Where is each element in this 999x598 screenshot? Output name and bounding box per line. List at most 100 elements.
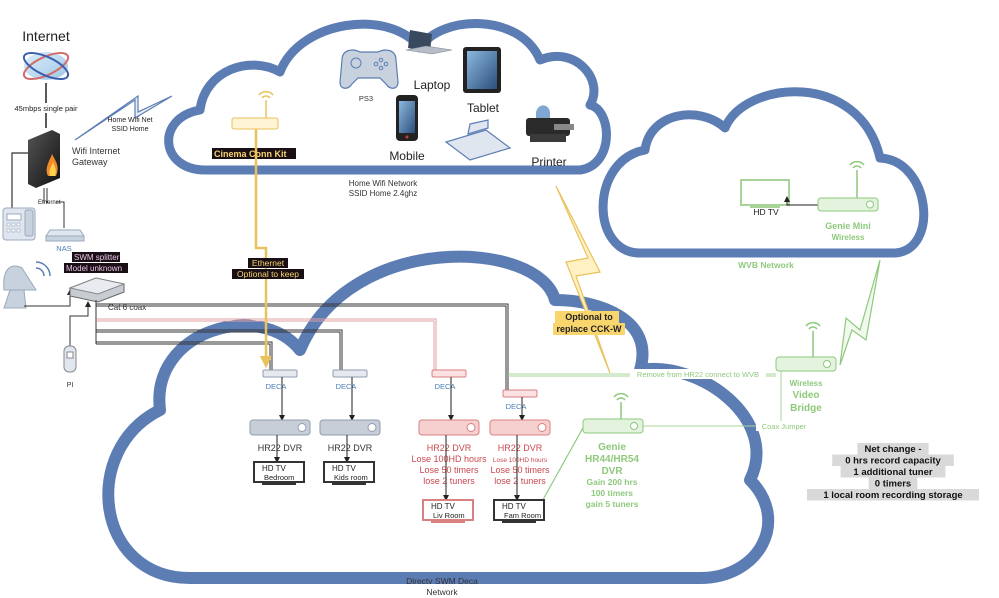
remove-hr22-label: Remove from HR22 connect to WVB (637, 370, 759, 379)
dvr-title: HR22 DVR (427, 443, 472, 453)
dvr-note: lose 2 tuners (423, 476, 475, 486)
tv-label-line2: Liv Room (433, 511, 465, 520)
genie-line1: Genie (598, 442, 626, 453)
wvb-network-label: WVB Network (738, 260, 794, 270)
dvr-icon (249, 419, 311, 436)
mobile-label: Mobile (389, 149, 425, 163)
dvr-note: Lose 100HD hours (411, 454, 487, 464)
wireless-video-bridge-icon (775, 321, 837, 372)
satellite-dish-icon (3, 261, 51, 309)
swm-splitter-label-line2: Model unknown (66, 264, 122, 273)
deca-label: DECA (435, 382, 456, 391)
dvr-icon (489, 419, 551, 436)
cable-label: Cat 6 coax (108, 303, 146, 312)
net-change-line: 1 local room recording storage (823, 490, 962, 501)
deca-adapter-icon (431, 369, 467, 378)
pi-label: PI (67, 382, 74, 389)
genie-line3: DVR (601, 466, 623, 477)
dvr-note: Lose 50 timers (490, 465, 550, 475)
cinema-conn-kit-label: Cinema Conn Kit (214, 149, 287, 159)
genie-mini-label-line1: Genie Mini (825, 221, 871, 231)
genie-mini-label-line2: Wireless (832, 233, 865, 242)
wvb-wireless-link (839, 259, 881, 366)
wvb-hd-tv-icon (740, 179, 790, 208)
deca-cloud-label-line1: Directv SWM Deca (406, 576, 478, 586)
directv-deca-cloud (102, 250, 775, 584)
deca-adapter-icon (262, 369, 298, 378)
dvr-title: HR22 DVR (498, 443, 543, 453)
optional-replace-line1: Optional to (565, 312, 613, 322)
wifi-link-line1: Home Wifi Net (107, 117, 152, 124)
tv-label-line2: Bedroom (264, 473, 294, 482)
deca-adapter-icon (502, 389, 538, 398)
dvr-note: Lose 100HD hours (493, 457, 548, 464)
genie-mini-icon (817, 160, 879, 212)
wvb-bridge-line2: Video (792, 390, 819, 401)
gateway-label-line2: Gateway (72, 157, 108, 167)
deca-adapter-icon (332, 369, 368, 378)
tv-label-line1: HD TV (262, 464, 287, 473)
tv-label-line1: HD TV (332, 464, 357, 473)
coax-jumper-label: Coax Jumper (762, 422, 807, 431)
dvr-icon (418, 419, 480, 436)
optional-wireless-link (555, 185, 611, 374)
dvr-title: HR22 DVR (258, 443, 303, 453)
ethernet-link-line2: Optional to keep (237, 269, 299, 279)
ethernet-link-line1: Ethernet (252, 258, 285, 268)
optional-replace-line2: replace CCK-W (556, 324, 622, 334)
nas-label: NAS (56, 244, 71, 253)
nas-icon (45, 229, 85, 242)
deca-label: DECA (266, 382, 287, 391)
bandwidth-label: 45mbps single pair (15, 104, 78, 113)
ps3-label: PS3 (359, 94, 373, 103)
tv-label-line1: HD TV (502, 502, 527, 511)
tv-label-line1: HD TV (431, 502, 456, 511)
internet-globe-icon (22, 51, 70, 81)
wifi-gateway-icon (28, 130, 60, 188)
dvr-note: Lose 50 timers (419, 465, 479, 475)
net-change-highlight (807, 489, 979, 501)
gateway-label-line1: Wifi Internet (72, 146, 121, 156)
tv-label-line2: Fam Room (504, 511, 541, 520)
pi-device-icon (63, 345, 77, 373)
printer-label: Printer (531, 155, 566, 169)
tablet-label: Tablet (467, 101, 500, 115)
cinema-conn-kit-icon (231, 90, 279, 130)
wvb-hd-tv-label: HD TV (753, 207, 779, 217)
net-change-line: 0 hrs record capacity (845, 456, 941, 467)
genie-note-0: Gain 200 hrs (586, 477, 637, 487)
ethernet-label: Ethernet (38, 200, 61, 206)
net-change-line: 0 timers (875, 479, 911, 490)
dvr-title: HR22 DVR (328, 443, 373, 453)
printer-icon (526, 105, 574, 142)
wvb-bridge-line1: Wireless (790, 379, 823, 388)
laptop-icon (405, 30, 453, 55)
genie-dvr-icon (582, 392, 644, 434)
home-wifi-label-line2: SSID Home 2.4ghz (349, 189, 417, 198)
genie-note-2: gain 5 tuners (586, 499, 639, 509)
wifi-link-line2: SSID Home (112, 126, 149, 133)
net-change-highlight (840, 466, 946, 478)
internet-label: Internet (22, 28, 70, 44)
tablet-icon (463, 47, 501, 93)
swm-splitter-label-line1: SWM splitter (74, 253, 120, 262)
net-change-highlight (868, 477, 918, 489)
laptop-label: Laptop (414, 78, 451, 92)
swm-splitter-icon (68, 277, 126, 303)
phone-icon (2, 207, 36, 241)
wvb-bridge-line3: Bridge (790, 403, 822, 414)
scanner-icon (444, 119, 512, 161)
deca-label: DECA (336, 382, 357, 391)
genie-line2: HR44/HR54 (585, 454, 639, 465)
net-change-line: 1 additional tuner (853, 467, 932, 478)
dvr-icon (319, 419, 381, 436)
deca-cloud-label-line2: Network (426, 587, 458, 597)
mobile-phone-icon (396, 95, 418, 141)
ps3-controller-icon (339, 49, 399, 89)
